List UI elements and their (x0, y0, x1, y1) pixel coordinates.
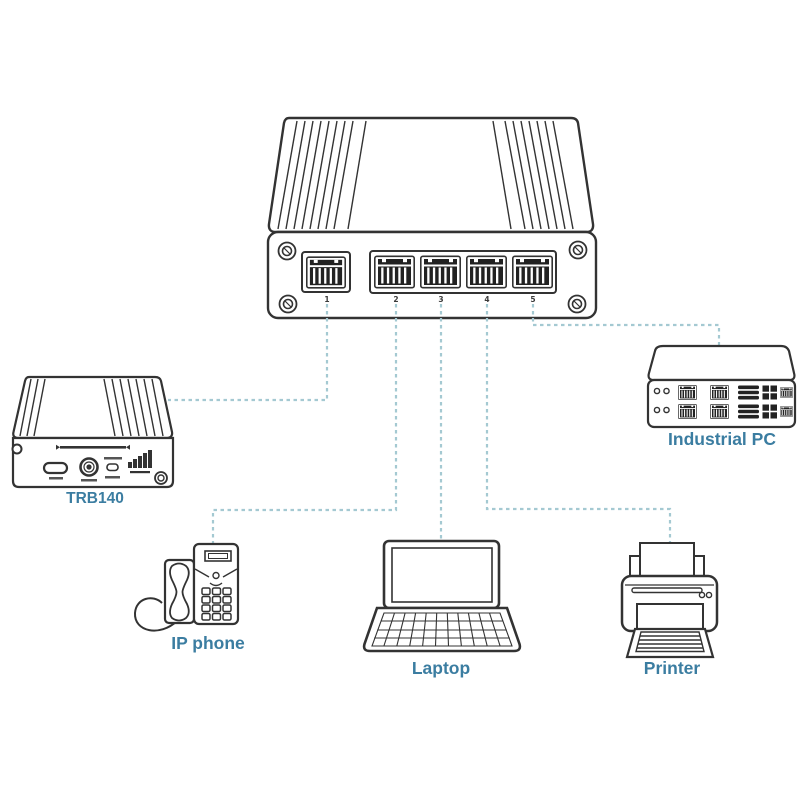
network-switch-illustration: 1 2 3 4 5 (266, 116, 598, 320)
printer-printed-page (635, 631, 705, 653)
laptop-screen (391, 547, 493, 603)
printer-front-opening (636, 603, 704, 630)
connection-lines (168, 304, 721, 544)
connection-port5-industrial-pc (531, 304, 721, 345)
ethernet-ports-2-5-bezel (369, 250, 557, 294)
trb140-label: TRB140 (66, 490, 124, 507)
connection-port4-printer (485, 304, 672, 543)
phone-cord (133, 597, 178, 632)
handset-icon (169, 562, 190, 622)
switch-left-fins (277, 120, 367, 230)
trb140-panel-marking (56, 444, 130, 450)
screw-icon (567, 294, 587, 314)
pc-port (780, 387, 793, 398)
switch-top-face (267, 116, 595, 234)
printer-paper-support (693, 555, 705, 578)
pc-ethernet-port (709, 385, 730, 400)
printer-buttons (698, 591, 713, 599)
industrial-pc-top-face (647, 344, 796, 382)
printer-label: Printer (644, 658, 701, 678)
screw-icon (568, 240, 588, 260)
port-number-label: 2 (393, 295, 398, 304)
trb140-right-fins (103, 378, 164, 437)
screw-icon (154, 471, 168, 485)
pc-port (780, 406, 793, 417)
ip-phone-label: IP phone (171, 633, 245, 653)
industrial-pc-illustration: Industrial PC (646, 344, 797, 449)
pc-connector-grid (762, 404, 777, 419)
laptop-illustration: Laptop (362, 539, 522, 678)
printer-paper-support (629, 555, 641, 578)
connection-port2-ip-phone (211, 304, 398, 544)
ip-phone-illustration: IP phone (133, 542, 245, 653)
ethernet-port-2 (374, 255, 415, 289)
laptop-keyboard (371, 612, 513, 647)
reset-button-icon (104, 457, 122, 479)
switch-screws (277, 240, 588, 314)
screw-icon (278, 294, 298, 314)
signal-strength-icon (128, 450, 152, 474)
phone-display (204, 550, 232, 562)
led-indicator-icons (653, 387, 670, 414)
usb-port-icon (42, 461, 69, 480)
industrial-pc-label: Industrial PC (668, 429, 776, 449)
pc-usb-slots (738, 404, 759, 419)
phone-speaker (194, 568, 238, 587)
pc-ethernet-port (709, 404, 730, 419)
screw-icon (277, 241, 297, 261)
ethernet-port-3 (420, 255, 461, 289)
switch-right-fins (492, 120, 574, 230)
ethernet-port-1 (306, 256, 346, 289)
phone-keypad (201, 587, 232, 621)
pc-connector-grid (762, 385, 777, 400)
pc-ethernet-port (677, 404, 698, 419)
port-number-label: 4 (484, 295, 489, 304)
pc-ethernet-port (677, 385, 698, 400)
phone-body (192, 542, 240, 626)
printer-slot (631, 587, 703, 594)
laptop-label: Laptop (412, 658, 470, 678)
ethernet-port-5 (512, 255, 553, 289)
port-number-label: 3 (438, 295, 443, 304)
ethernet-port-4 (466, 255, 507, 289)
printer-paper (639, 542, 695, 578)
trb140-illustration: TRB140 (11, 375, 175, 507)
trb140-left-fins (19, 378, 46, 437)
pc-usb-slots (738, 385, 759, 400)
screw-icon (11, 443, 23, 455)
antenna-connector-icon (79, 457, 99, 482)
printer-illustration: Printer (620, 542, 719, 678)
port-number-label: 1 (324, 295, 329, 304)
port-number-label: 5 (530, 295, 535, 304)
